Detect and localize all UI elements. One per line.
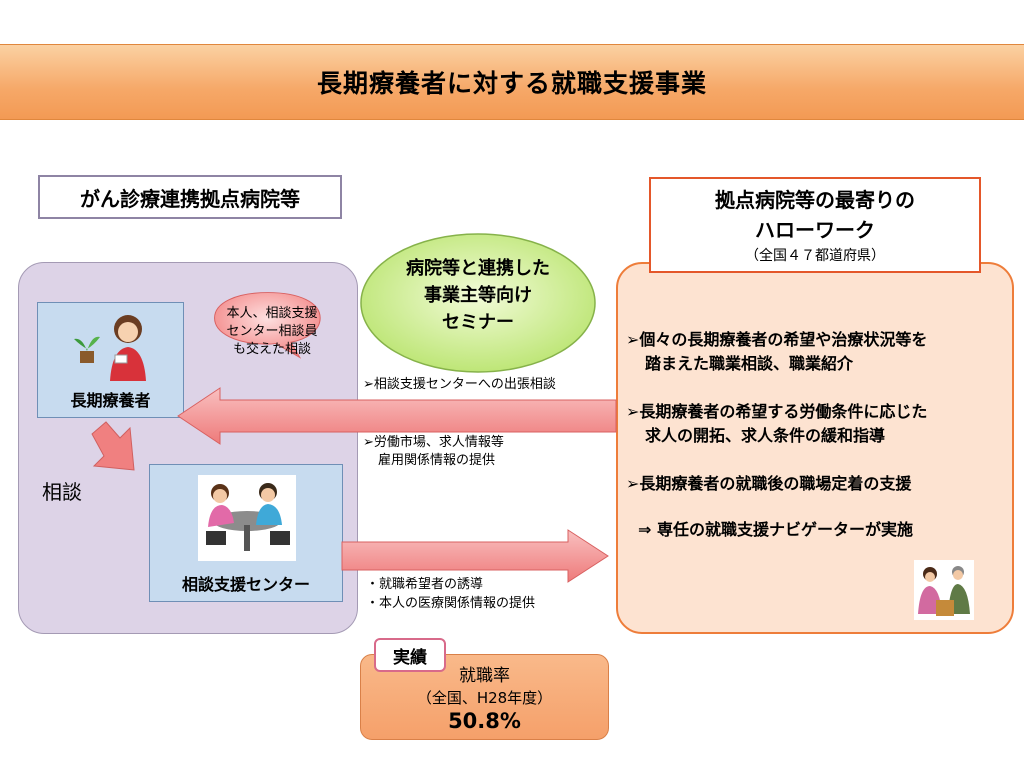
counseling-illustration-icon xyxy=(914,560,974,620)
patient-box: 長期療養者 xyxy=(37,302,184,418)
bubble-line-2: センター相談員 xyxy=(226,324,318,339)
result-value: 50.8% xyxy=(448,709,521,733)
result-tag: 実績 xyxy=(374,638,446,672)
hellowork-header-line-2: ハローワーク xyxy=(755,218,875,242)
seminar-text: 病院等と連携した 事業主等向け セミナー xyxy=(359,255,597,336)
patient-label: 長期療養者 xyxy=(70,391,151,410)
seminar-line-3: セミナー xyxy=(442,312,514,333)
hellowork-header-line-1: 拠点病院等の最寄りの xyxy=(715,188,915,212)
outreach-note: ➢相談支援センターへの出張相談 xyxy=(363,377,556,392)
seminar-line-1: 病院等と連携した xyxy=(406,258,550,279)
consult-label: 相談 xyxy=(42,480,82,504)
bubble-text: 本人、相談支援 センター相談員 も交えた相談 xyxy=(190,305,354,359)
bubble-line-3: も交えた相談 xyxy=(232,342,311,357)
hospital-header: がん診療連携拠点病院等 xyxy=(38,175,342,219)
bullet-1-line-2: 踏まえた職業相談、職業紹介 xyxy=(645,354,854,373)
title-banner: 長期療養者に対する就職支援事業 xyxy=(0,44,1024,120)
right-arrow-icon xyxy=(341,529,609,583)
bubble-line-1: 本人、相談支援 xyxy=(226,306,318,321)
guide-note-2: ・本人の医療関係情報の提供 xyxy=(366,596,536,611)
down-right-arrow-icon xyxy=(91,421,135,471)
seminar-ellipse xyxy=(360,233,596,373)
labor-note-2: 雇用関係情報の提供 xyxy=(378,453,496,468)
guide-note-1: ・就職希望者の誘導 xyxy=(366,577,484,592)
patient-illustration-icon xyxy=(74,315,146,381)
center-label: 相談支援センター xyxy=(181,575,310,594)
labor-note-1: ➢労働市場、求人情報等 xyxy=(363,435,504,450)
navigator-note: ⇒ 専任の就職支援ナビゲーターが実施 xyxy=(638,520,913,539)
hellowork-panel xyxy=(616,262,1014,634)
left-arrow-icon xyxy=(177,387,617,445)
page-title: 長期療養者に対する就職支援事業 xyxy=(316,69,707,98)
bullet-1-line-1: ➢個々の長期療養者の希望や治療状況等を xyxy=(626,330,928,349)
consultation-center-box: 相談支援センター xyxy=(149,464,343,602)
result-line-1: 就職率 xyxy=(459,666,510,686)
result-line-2: （全国、H28年度） xyxy=(416,689,553,707)
seminar-line-2: 事業主等向け xyxy=(424,285,532,306)
bullet-2-line-2: 求人の開拓、求人条件の緩和指導 xyxy=(645,426,886,445)
speech-bubble xyxy=(214,292,321,359)
hellowork-header: 拠点病院等の最寄りの ハローワーク （全国４７都道府県） xyxy=(649,177,981,273)
bullet-3-line-1: ➢長期療養者の就職後の職場定着の支援 xyxy=(626,474,912,493)
meeting-illustration-icon xyxy=(198,475,296,561)
hellowork-header-sub: （全国４７都道府県） xyxy=(745,248,885,264)
bullet-2-line-1: ➢長期療養者の希望する労働条件に応じた xyxy=(626,402,928,421)
